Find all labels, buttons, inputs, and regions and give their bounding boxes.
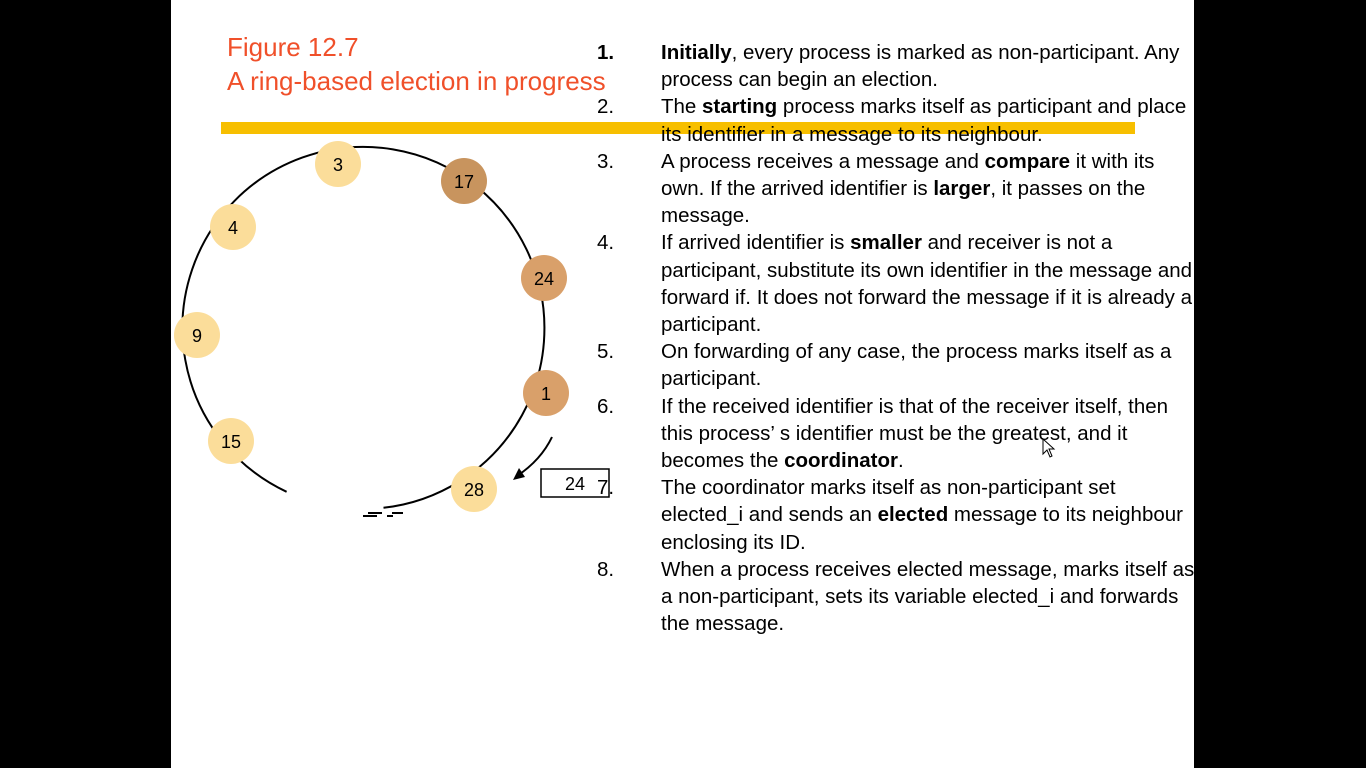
step-fragment: , every process is marked as non-partici… [661, 41, 1180, 92]
step-text: On forwarding of any case, the process m… [661, 338, 1197, 392]
node-label: 4 [228, 218, 238, 238]
message-id: 24 [565, 474, 585, 494]
node-label: 24 [534, 269, 554, 289]
figure-title: Figure 12.7 A ring-based election in pro… [227, 30, 606, 98]
forward-arrowhead [513, 468, 525, 480]
step-fragment: message to its neighbour enclosing its I… [661, 503, 1183, 554]
step-fragment: A process receives a message and [661, 149, 985, 173]
step-item: 1. Initially, every process is marked as … [597, 39, 1197, 93]
step-fragment: If arrived identifier is [661, 231, 851, 255]
step-item: 5. On forwarding of any case, the process… [597, 338, 1197, 392]
step-keyword: starting [702, 95, 778, 119]
step-text: The coordinator marks itself as non-part… [661, 474, 1197, 556]
step-keyword: compare [984, 149, 1071, 173]
step-fragment: , it passes on the message. [661, 177, 1146, 228]
ring-arc-dashed [363, 512, 403, 517]
ring-diagram: 24 3 17 4 24 9 1 15 [174, 141, 610, 517]
step-item: 6. If the received identifier is that of … [597, 393, 1197, 475]
node-circle [451, 466, 497, 512]
step-fragment: it with its own. If the arrived identifi… [661, 149, 1155, 201]
step-keyword: larger [933, 177, 991, 201]
figure-caption: A ring-based election in progress [227, 66, 606, 96]
ring-node-4: 4 [210, 204, 256, 250]
step-item: 7. The coordinator marks itself as non-pa… [597, 474, 1197, 556]
ring-node-15: 15 [208, 418, 254, 464]
node-circle [208, 418, 254, 464]
node-label: 28 [464, 480, 484, 500]
step-keyword: elected [877, 503, 949, 527]
step-text: Initially, every process is marked as no… [661, 39, 1197, 93]
ring-node-17: 17 [441, 158, 487, 204]
ring-node-1: 1 [523, 370, 569, 416]
step-fragment: If the received identifier is that of th… [661, 394, 1169, 473]
step-fragment: process marks itself as participant and … [661, 95, 1187, 146]
step-number: 8. [597, 557, 615, 581]
node-circle [521, 255, 567, 301]
step-text: When a process receives elected message,… [661, 556, 1197, 638]
node-label: 1 [541, 384, 551, 404]
step-fragment: . [897, 449, 904, 473]
step-item: 8. When a process receives elected messag… [597, 556, 1197, 638]
ring-node-3: 3 [315, 141, 361, 187]
mouse-pointer-icon [1042, 438, 1056, 458]
node-circle [174, 312, 220, 358]
step-keyword: coordinator [784, 449, 898, 473]
step-fragment: On forwarding of any case, the process m… [661, 340, 1172, 391]
step-item: 3. A process receives a message and compa… [597, 148, 1197, 230]
step-text: If the received identifier is that of th… [661, 393, 1197, 475]
slide: Figure 12.7 A ring-based election in pro… [171, 0, 1194, 768]
step-number: 6. [597, 394, 615, 418]
ring-arc [181, 145, 546, 509]
step-text: If arrived identifier is smaller and rec… [661, 229, 1197, 338]
node-label: 15 [221, 432, 241, 452]
step-keyword: smaller [850, 231, 922, 255]
message-box [540, 468, 610, 498]
node-label: 9 [192, 326, 202, 346]
node-circle [523, 370, 569, 416]
step-fragment: The coordinator marks itself as non-part… [661, 476, 1116, 527]
step-text: A process receives a message and compare… [661, 148, 1197, 230]
ring-node-28: 28 [451, 466, 497, 512]
figure-number: Figure 12.7 [227, 32, 359, 62]
node-label: 17 [454, 172, 474, 192]
algorithm-steps: 1. Initially, every process is marked as … [597, 39, 1197, 637]
step-fragment: and receiver is not a participant, subst… [661, 231, 1193, 337]
step-number: 3. [597, 149, 615, 173]
node-circle [210, 204, 256, 250]
ring-node-24: 24 [521, 255, 567, 301]
step-fragment: The [661, 95, 703, 119]
step-item: 2. The starting process marks itself as p… [597, 93, 1197, 147]
title-underline-bar [221, 122, 1135, 134]
step-item: 4. If arrived identifier is smaller and r… [597, 229, 1197, 338]
step-number: 7. [597, 476, 615, 500]
step-number: 1. [597, 41, 615, 64]
node-circle [441, 158, 487, 204]
node-label: 3 [333, 155, 343, 175]
ring-node-9: 9 [174, 312, 220, 358]
step-number: 2. [597, 95, 615, 119]
step-number: 4. [597, 231, 615, 255]
step-fragment: When a process receives elected message,… [661, 557, 1195, 636]
node-circle [315, 141, 361, 187]
step-number: 5. [597, 340, 615, 364]
step-keyword: Initially [661, 41, 732, 64]
step-text: The starting process marks itself as par… [661, 93, 1197, 147]
